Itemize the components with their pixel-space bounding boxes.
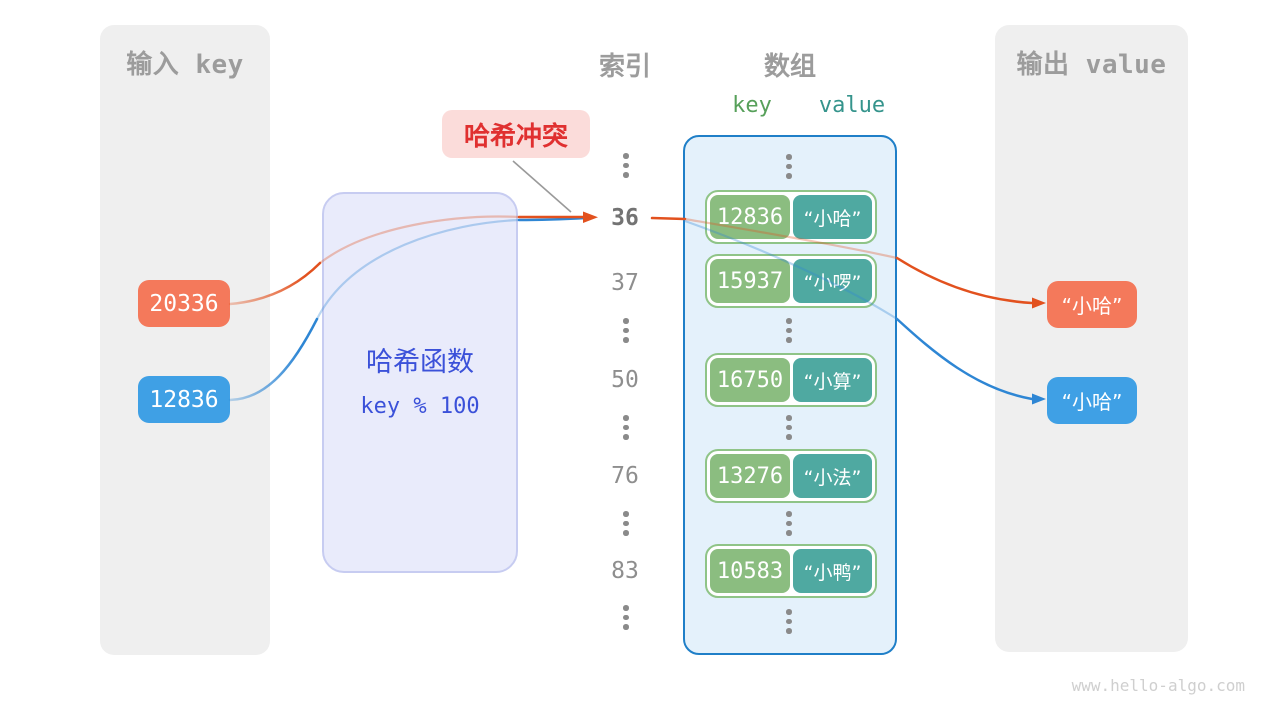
dot bbox=[623, 337, 629, 343]
ellipsis-dots bbox=[786, 511, 792, 536]
dot bbox=[623, 605, 629, 611]
ellipsis-dots bbox=[786, 154, 792, 179]
dot bbox=[786, 530, 792, 536]
array-row-10583: 10583“小鸭” bbox=[705, 544, 877, 598]
array-key-cell: 10583 bbox=[710, 549, 790, 593]
watermark: www.hello-algo.com bbox=[1071, 676, 1245, 695]
dot bbox=[786, 327, 792, 333]
array-value-header: value bbox=[818, 93, 886, 118]
dot bbox=[786, 424, 792, 430]
array-row-16750: 16750“小算” bbox=[705, 353, 877, 407]
dot bbox=[623, 153, 629, 159]
array-value-cell: “小法” bbox=[793, 454, 872, 498]
dot bbox=[623, 511, 629, 517]
output-value-box-orange: “小哈” bbox=[1047, 281, 1137, 328]
output-value-panel: 输出 value bbox=[995, 25, 1188, 652]
hash-function-title: 哈希函数 bbox=[366, 347, 474, 378]
output-value-label: “小哈” bbox=[1061, 294, 1123, 318]
dot bbox=[786, 318, 792, 324]
array-value-cell: “小鸭” bbox=[793, 549, 872, 593]
index-value-36: 36 bbox=[611, 205, 639, 231]
index-value-76: 76 bbox=[611, 463, 639, 489]
dot bbox=[623, 530, 629, 536]
ellipsis-dots bbox=[623, 318, 629, 343]
dot bbox=[623, 614, 629, 620]
dot bbox=[786, 154, 792, 160]
array-column-title: 数组 bbox=[763, 52, 816, 82]
array-key-cell: 15937 bbox=[710, 259, 790, 303]
input-key-panel: 输入 key bbox=[100, 25, 270, 655]
array-row-15937: 15937“小啰” bbox=[705, 254, 877, 308]
dot bbox=[786, 618, 792, 624]
input-key-label: 12836 bbox=[149, 386, 219, 413]
dot bbox=[623, 172, 629, 178]
ellipsis-dots bbox=[786, 318, 792, 343]
dot bbox=[623, 424, 629, 430]
collision-callout-line bbox=[512, 160, 572, 213]
dot bbox=[786, 628, 792, 634]
dot bbox=[786, 609, 792, 615]
ellipsis-dots bbox=[623, 415, 629, 440]
dot bbox=[786, 511, 792, 517]
dot bbox=[623, 520, 629, 526]
dot bbox=[623, 624, 629, 630]
ellipsis-dots bbox=[623, 605, 629, 630]
array-row-12836: 12836“小哈” bbox=[705, 190, 877, 244]
ellipsis-dots bbox=[786, 609, 792, 634]
input-panel-title: 输入 key bbox=[126, 50, 244, 80]
array-value-cell: “小啰” bbox=[793, 259, 872, 303]
dot bbox=[786, 173, 792, 179]
dot bbox=[623, 162, 629, 168]
dot bbox=[786, 434, 792, 440]
ellipsis-dots bbox=[623, 153, 629, 178]
array-value-cell: “小算” bbox=[793, 358, 872, 402]
ellipsis-dots bbox=[786, 415, 792, 440]
dot bbox=[623, 415, 629, 421]
dot bbox=[786, 520, 792, 526]
index-value-83: 83 bbox=[611, 558, 639, 584]
ellipsis-dots bbox=[623, 511, 629, 536]
array-key-cell: 12836 bbox=[710, 195, 790, 239]
dot bbox=[623, 318, 629, 324]
dot bbox=[786, 415, 792, 421]
input-key-box-12836: 12836 bbox=[138, 376, 230, 423]
index-value-50: 50 bbox=[611, 367, 639, 393]
dot bbox=[786, 163, 792, 169]
array-key-header: key bbox=[732, 93, 772, 118]
output-value-box-blue: “小哈” bbox=[1047, 377, 1137, 424]
array-row-13276: 13276“小法” bbox=[705, 449, 877, 503]
output-panel-title: 输出 value bbox=[1016, 50, 1167, 80]
blue-curve-to-index bbox=[517, 216, 588, 222]
hash-collision-badge: 哈希冲突 bbox=[442, 110, 590, 158]
input-key-label: 20336 bbox=[149, 290, 219, 317]
index-value-37: 37 bbox=[611, 270, 639, 296]
array-key-cell: 13276 bbox=[710, 454, 790, 498]
output-value-label: “小哈” bbox=[1061, 390, 1123, 414]
index-column-title: 索引 bbox=[598, 52, 651, 82]
array-value-cell: “小哈” bbox=[793, 195, 872, 239]
dot bbox=[623, 327, 629, 333]
dot bbox=[786, 337, 792, 343]
dot bbox=[623, 434, 629, 440]
hash-function-box: 哈希函数 key % 100 bbox=[322, 192, 518, 573]
array-key-cell: 16750 bbox=[710, 358, 790, 402]
input-key-box-20336: 20336 bbox=[138, 280, 230, 327]
hash-function-formula: key % 100 bbox=[360, 394, 480, 419]
